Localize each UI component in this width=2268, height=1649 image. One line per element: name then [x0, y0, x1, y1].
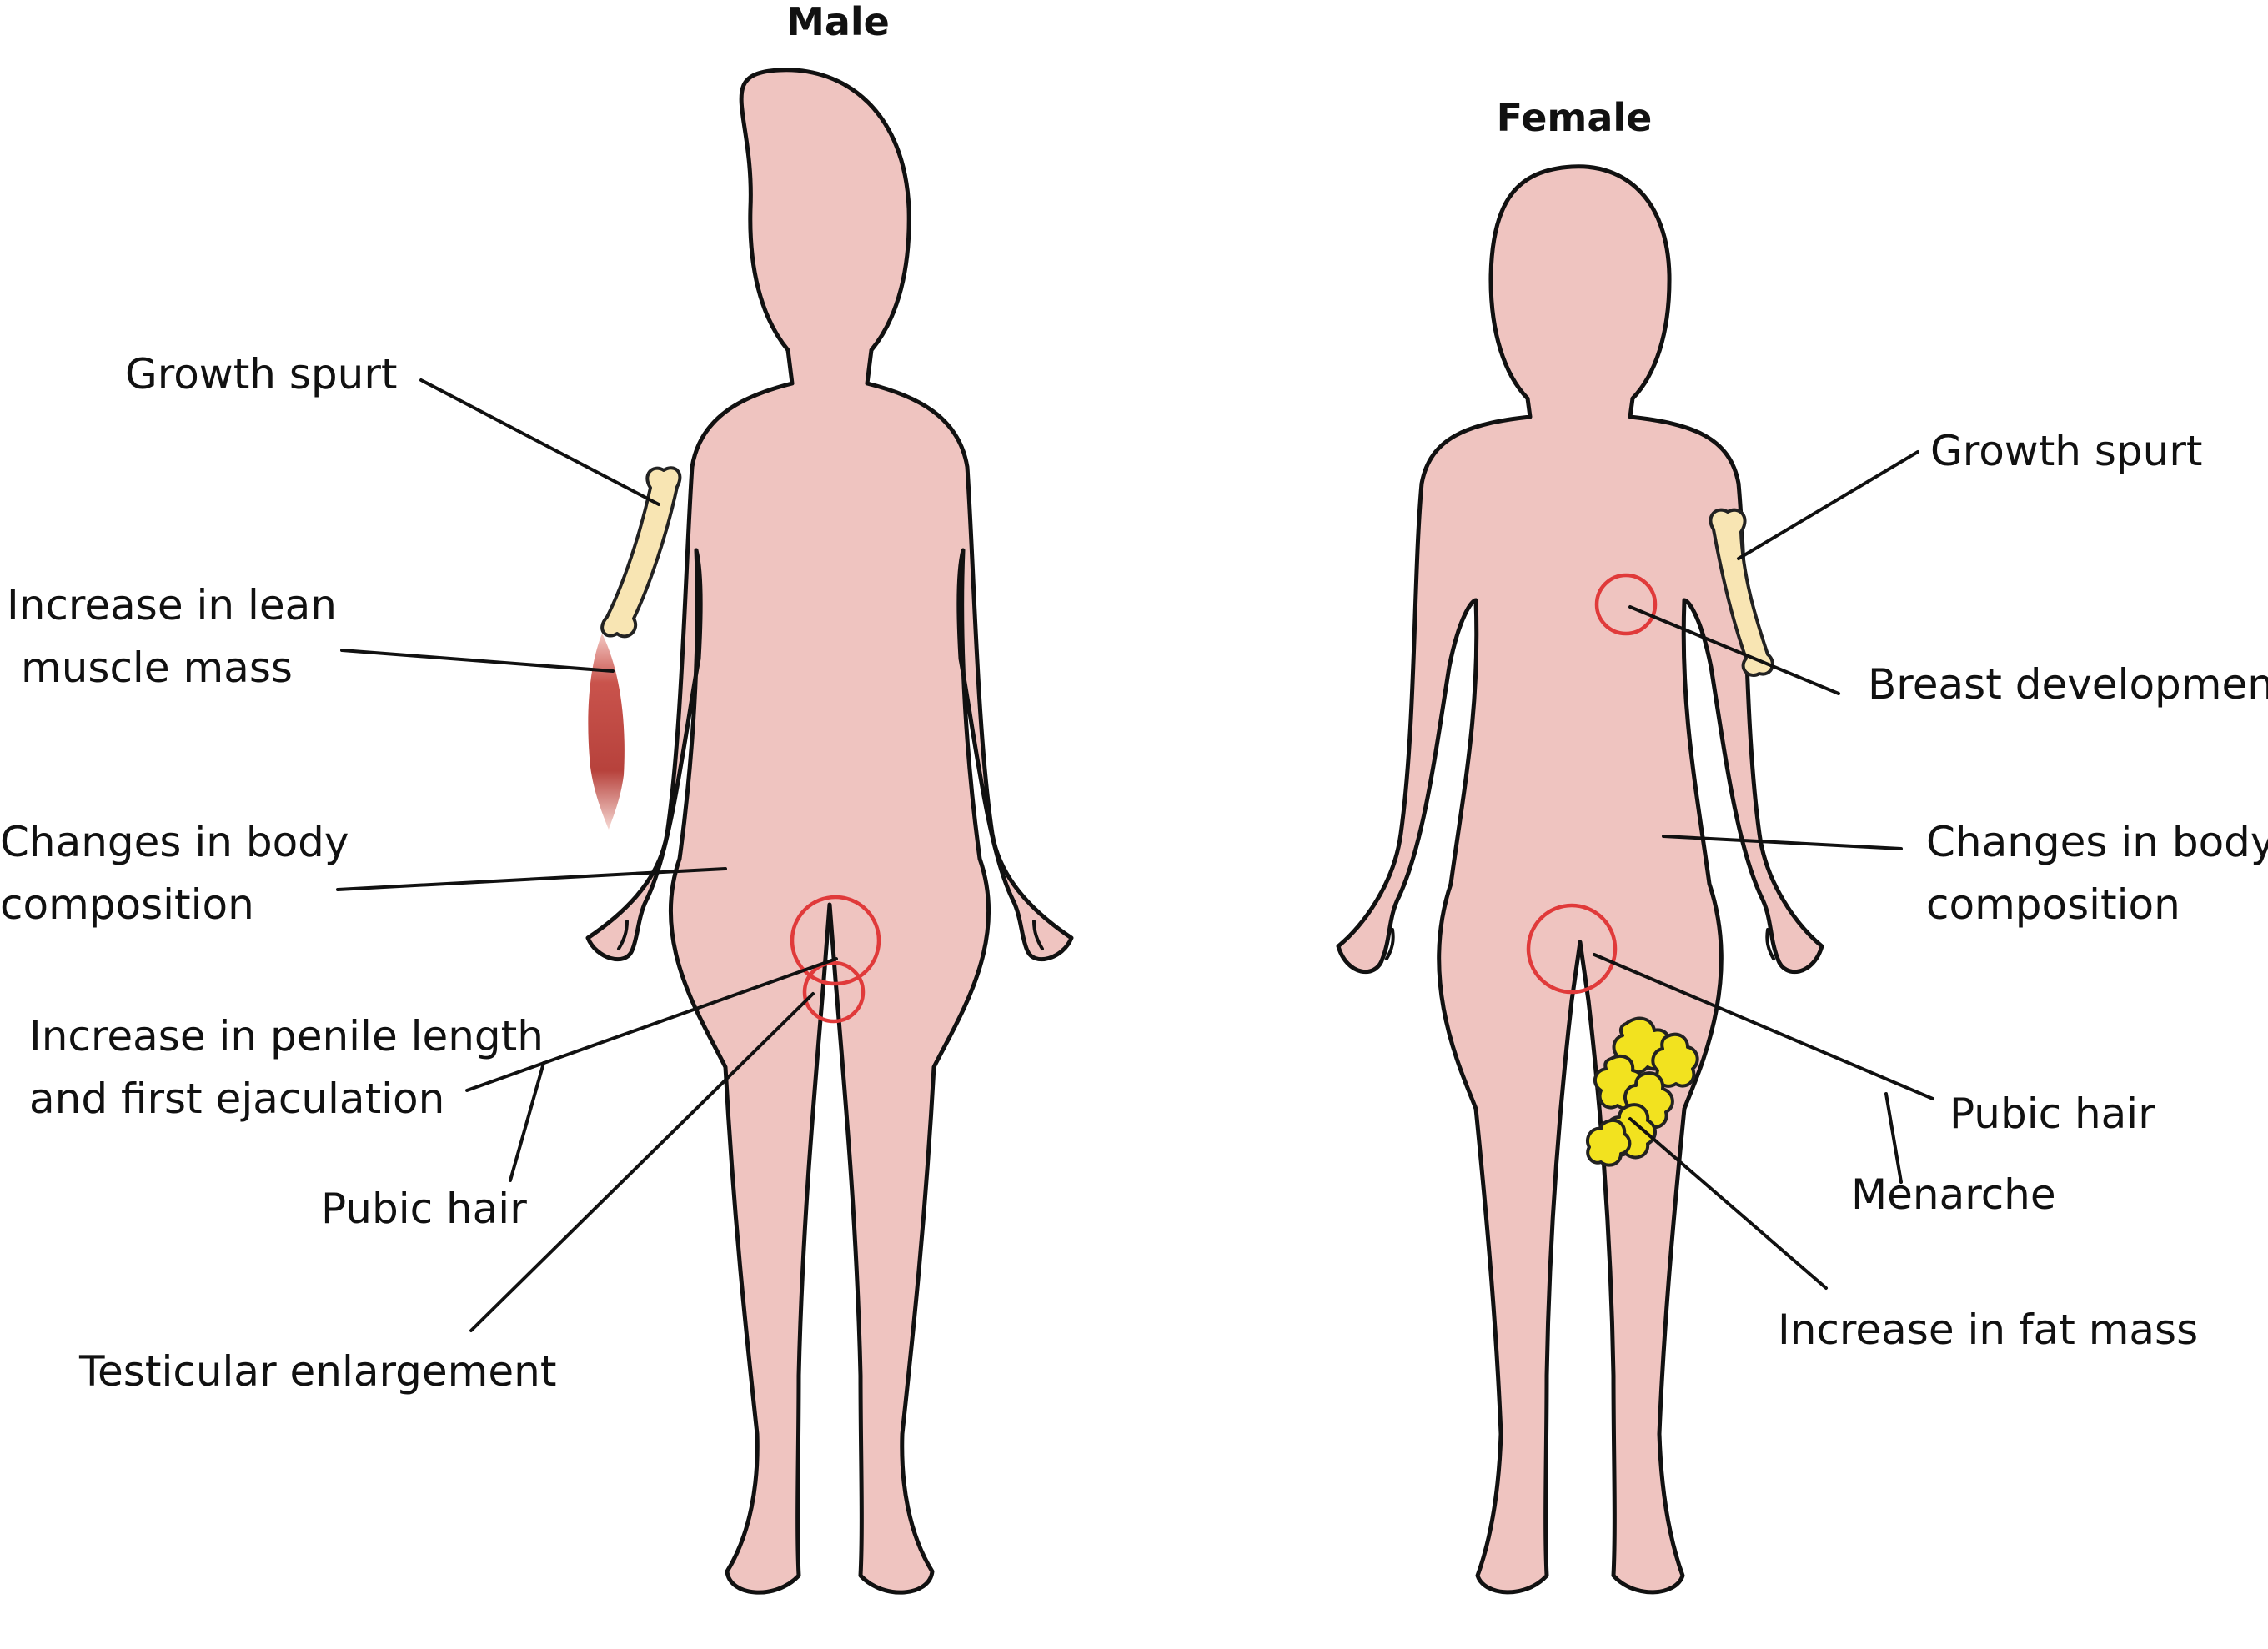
- female-menarche-label: Menarche: [1851, 1170, 2056, 1219]
- female-body-comp-label-line1: Changes in body: [1926, 818, 2268, 866]
- female-growth-spurt-label: Growth spurt: [1930, 427, 2203, 475]
- male-heading: Male: [786, 0, 890, 44]
- female-right-hand-detail: [1385, 928, 1395, 960]
- female-fat-mass-label: Increase in fat mass: [1778, 1306, 2198, 1354]
- female-pubic-marker: [1526, 903, 1618, 995]
- female-pubic-hair-label: Pubic hair: [1949, 1090, 2155, 1138]
- male-growth-spurt-label: Growth spurt: [125, 350, 398, 398]
- male-penile-leader: [465, 957, 838, 1092]
- male-lean-muscle-leader: [340, 649, 615, 673]
- male-pubic-hair-label: Pubic hair: [321, 1185, 527, 1233]
- male-testicular-marker: [802, 960, 866, 1024]
- male-right-hand-detail: [617, 920, 629, 950]
- female-heading: Female: [1497, 95, 1653, 140]
- male-bone-icon: [600, 466, 682, 639]
- male-growth-spurt-leader: [419, 378, 660, 506]
- male-body-comp-label-line1: Changes in body: [0, 818, 349, 866]
- male-muscle-icon: [588, 634, 625, 830]
- female-body-comp-label-line2: composition: [1926, 880, 2180, 929]
- female-menarche-leader: [1884, 1092, 1903, 1184]
- male-body-comp-leader: [336, 867, 727, 891]
- male-figure: Male Growth spurt Increase in lean muscl…: [0, 0, 1074, 1595]
- male-pubic-hair-leader: [509, 1061, 545, 1182]
- female-breast-marker: [1594, 573, 1658, 636]
- male-penile-label-line1: Increase in penile length: [29, 1012, 544, 1060]
- female-bone-icon: [1709, 508, 1774, 677]
- female-fat-icon: [1585, 1016, 1699, 1167]
- male-penile-marker: [790, 895, 881, 986]
- female-breast-leader: [1628, 605, 1840, 695]
- male-testicular-label: Testicular enlargement: [78, 1347, 556, 1396]
- female-growth-spurt-leader: [1737, 450, 1919, 560]
- male-penile-label-line2: and first ejaculation: [29, 1075, 444, 1123]
- male-body-outline: [585, 68, 1074, 1595]
- female-pubic-hair-leader: [1593, 953, 1934, 1100]
- male-lean-muscle-label-line2: muscle mass: [21, 644, 293, 692]
- female-figure: Female Growth spurt Breast development C…: [1336, 95, 2268, 1595]
- female-body-comp-leader: [1662, 835, 1903, 850]
- female-left-hand-detail: [1765, 928, 1775, 960]
- male-lean-muscle-label-line1: Increase in lean: [7, 581, 337, 629]
- female-fat-mass-leader: [1628, 1117, 1828, 1290]
- female-breast-label: Breast development: [1868, 660, 2268, 709]
- male-left-hand-detail: [1032, 920, 1044, 950]
- female-body-outline: [1336, 164, 1824, 1595]
- male-testicular-leader: [469, 992, 815, 1332]
- male-body-comp-label-line2: composition: [0, 880, 254, 929]
